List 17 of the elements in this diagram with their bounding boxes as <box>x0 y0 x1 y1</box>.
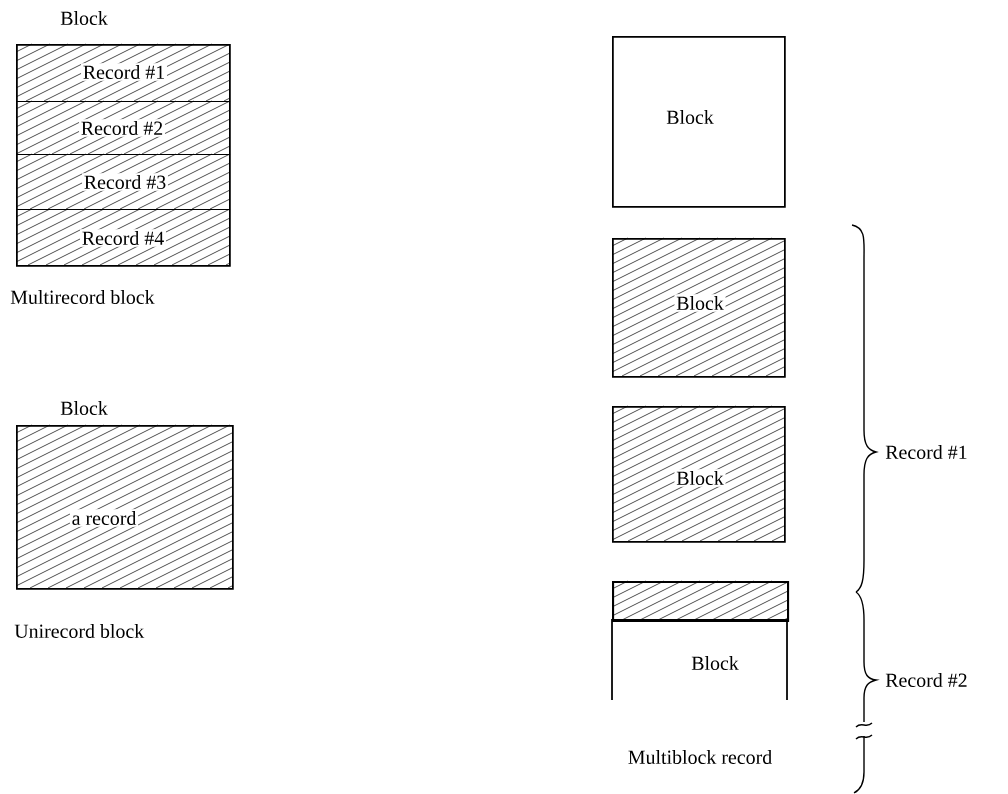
block-type-label: Multirecord block <box>10 290 155 304</box>
node-label: Block <box>60 400 108 416</box>
block-box: Block <box>611 405 786 543</box>
block-box: Block <box>611 619 788 701</box>
record-row: Record #1 <box>15 43 231 103</box>
block-box: Block <box>611 237 786 378</box>
brace-label: Record #2 <box>885 673 967 687</box>
block-type-label: Unirecord block <box>14 624 145 638</box>
record-strip <box>611 580 790 623</box>
record-row: Record #3 <box>15 153 231 211</box>
record-row: Record #4 <box>15 208 231 267</box>
block-box: Block a record <box>15 399 234 590</box>
caption: Multiblock record <box>628 750 772 764</box>
brace-label: Record #1 <box>885 445 967 459</box>
record-row: Record #2 <box>15 100 231 156</box>
block-box: Block <box>612 36 786 208</box>
node-label: Block <box>60 10 108 26</box>
